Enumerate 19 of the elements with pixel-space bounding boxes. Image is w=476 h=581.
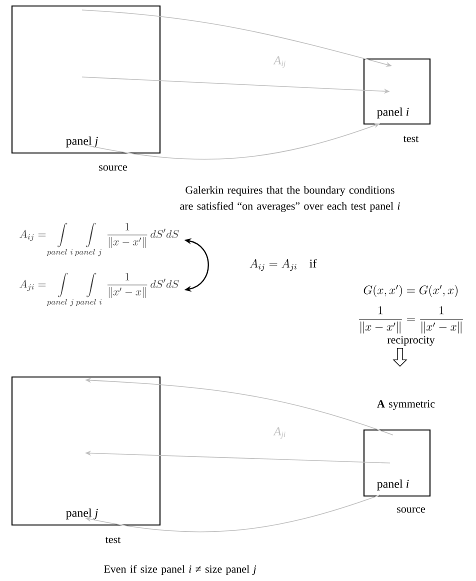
note-text: Even if size panel i ≠ size panel j (104, 564, 256, 576)
node-label: panel i (377, 479, 409, 490)
note-text: reciprocity (387, 336, 435, 346)
formula: $A_{ij} = A_{ji}\quad\mathrm{if}$ (250, 258, 317, 271)
edge-label: A$_{ji}$ (273, 427, 286, 439)
integral-formula: $A_{ij} = \int\limits_{panel\ i}\int\limits_{panel\ j}\frac{1}{\|x-x'\|}\,dS'dS$ (20, 222, 179, 256)
integral-formula: $A_{ji} = \int\limits_{panel\ j}\int\limits_{panel\ i}\frac{1}{\|x'-x\|}\,dS'dS$ (20, 272, 179, 306)
node-label: panel j (66, 508, 98, 520)
node-label: panel j (66, 136, 98, 148)
edge-label: A$_{ij}$ (273, 56, 286, 68)
note-text: Galerkin requires that the boundary conditions are satisfied “on averages” over each test panel i (180, 186, 400, 212)
side-label: test (105, 536, 121, 544)
formula: $\frac{1}{\|x-x'\|} = \frac{1}{\|x'-x\|}$ (359, 306, 463, 334)
side-label: source (397, 507, 425, 513)
note-text: A symmetric (377, 400, 435, 410)
formula: $G(x,x') = G(x',x)$ (364, 285, 458, 297)
node-label: panel i (377, 107, 409, 118)
side-label: test (403, 136, 419, 142)
side-label: source (99, 165, 127, 171)
